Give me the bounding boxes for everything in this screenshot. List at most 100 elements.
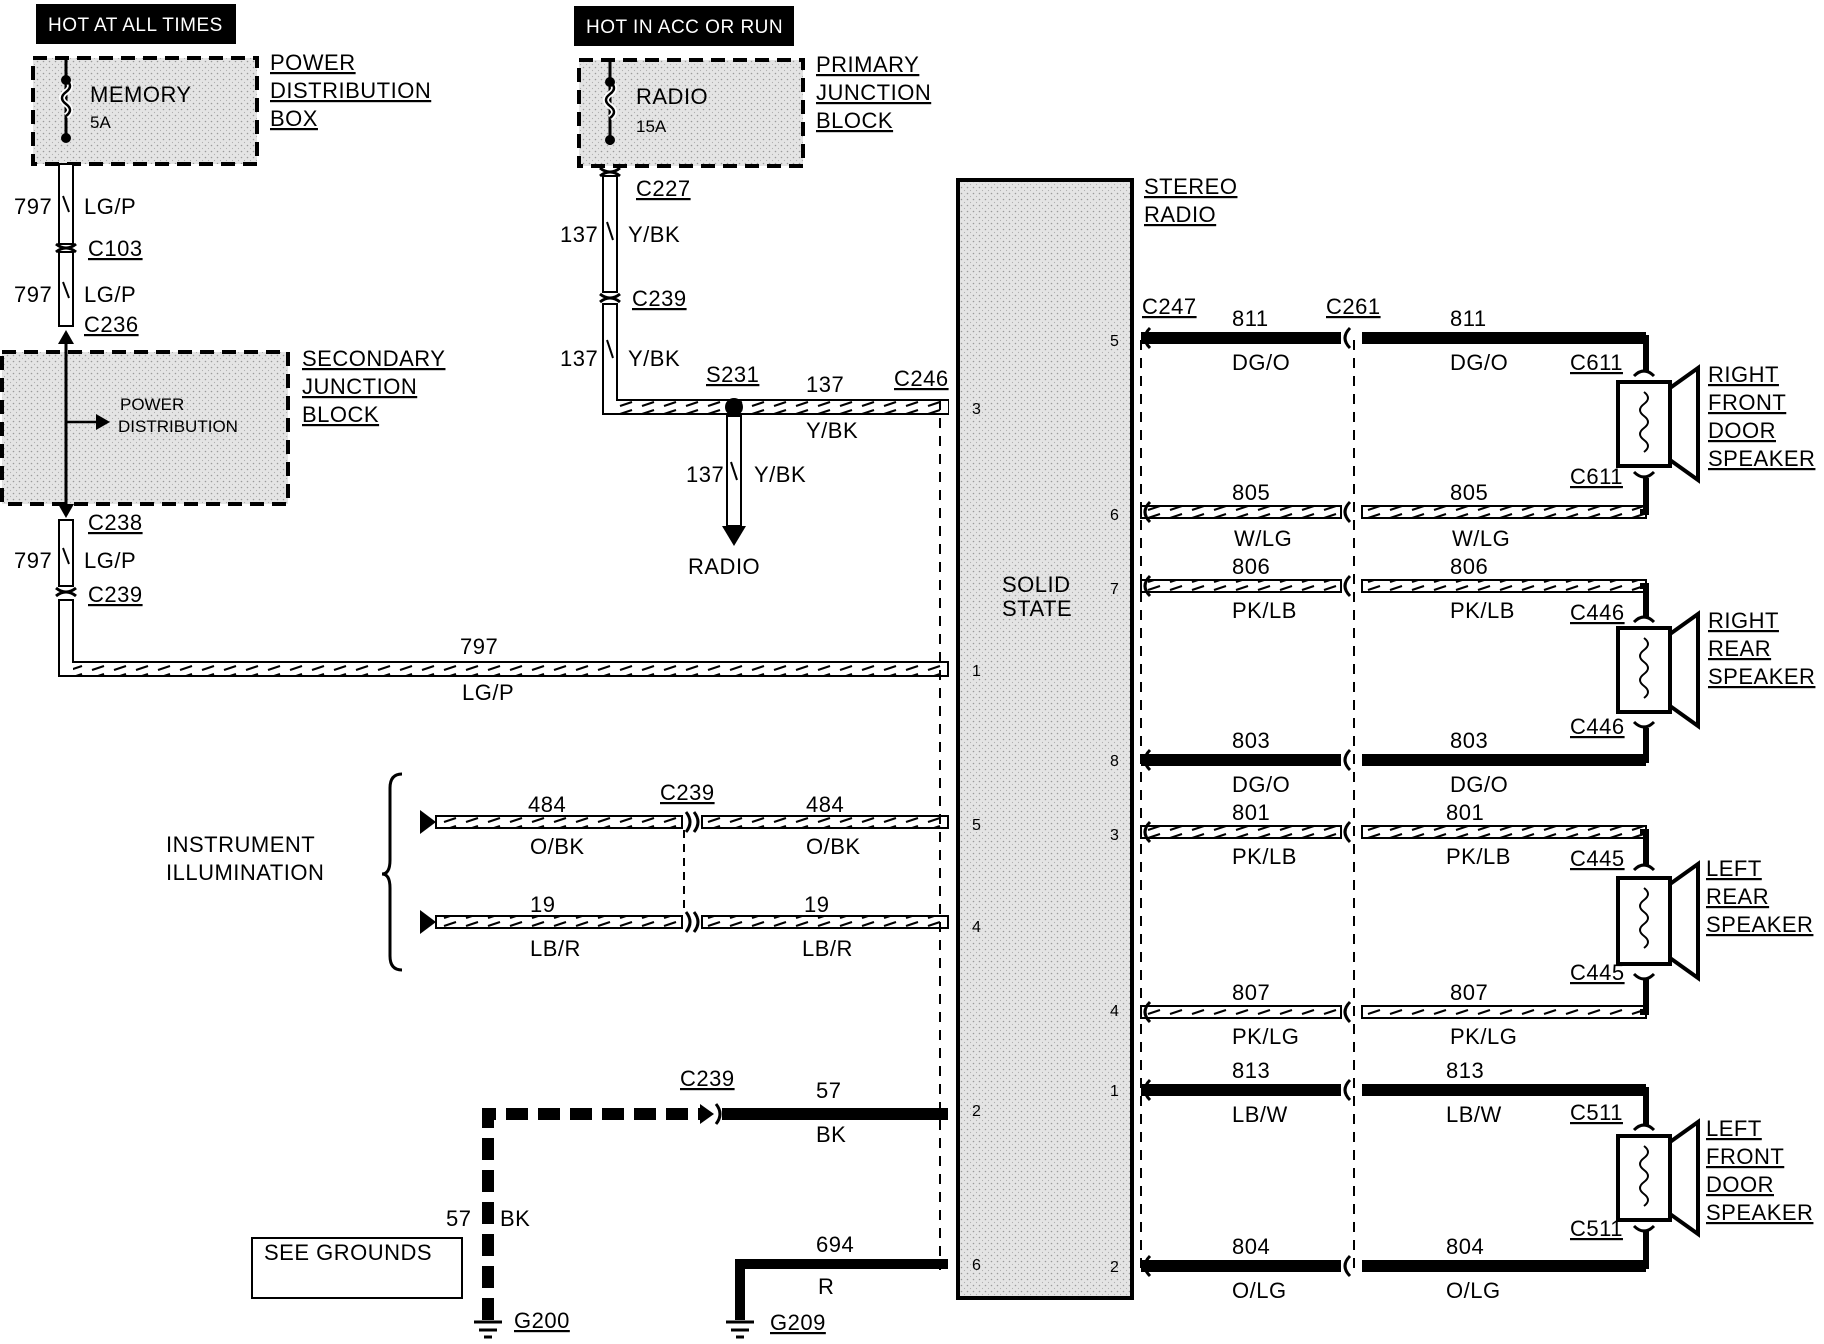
connector-c238: C238: [88, 510, 143, 535]
power-distribution-box: MEMORY 5A POWER DISTRIBUTION BOX: [31, 50, 431, 166]
connector-c239-a: C239: [88, 582, 143, 607]
lf-label-3: DOOR: [1706, 1172, 1774, 1197]
primary-junction-block: RADIO 15A PRIMARY JUNCTION BLOCK: [577, 52, 931, 168]
connector-icon: [55, 586, 77, 598]
connector-icon: [1143, 326, 1352, 1278]
wire-803-num-b: 803: [1450, 728, 1488, 753]
wire-803-color-b: DG/O: [1450, 772, 1508, 797]
sjb-label-1: SECONDARY: [302, 346, 445, 371]
memory-fuse-rating: 5A: [90, 113, 111, 132]
wire-801-color-a: PK/LB: [1232, 844, 1297, 869]
wire-806-color-b: PK/LB: [1450, 598, 1515, 623]
wire-813-color-b: LB/W: [1446, 1102, 1502, 1127]
connector-c239-c: C239: [660, 780, 715, 805]
wire-805-color-a: W/LG: [1234, 526, 1292, 551]
connector-c261: C261: [1326, 294, 1381, 319]
pdb-label-1: POWER: [270, 50, 356, 75]
connector-c446-b: C446: [1570, 714, 1625, 739]
wire-797-num-a: 797: [14, 194, 52, 219]
pin-right-2: 2: [1110, 1259, 1119, 1276]
pin-right-6: 6: [1110, 507, 1119, 524]
wire-137-color-a: Y/BK: [628, 222, 680, 247]
rr-label-1: RIGHT: [1708, 608, 1779, 633]
radio-fuse-name: RADIO: [636, 84, 708, 109]
splice-s231-label: S231: [706, 362, 759, 387]
left-rear-speaker: C445 C445 LEFT REAR SPEAKER: [1570, 829, 1813, 1015]
pin-left-2: 2: [972, 1103, 981, 1120]
pin-left-4: 4: [972, 919, 981, 936]
pin-right-3: 3: [1110, 827, 1119, 844]
ground-icon: [726, 1320, 754, 1339]
connector-icon: [1632, 369, 1656, 479]
arrow-down-icon: [722, 526, 746, 546]
lf-label-2: FRONT: [1706, 1144, 1784, 1169]
wire-797-color-c: LG/P: [84, 548, 136, 573]
wire-805-num-a: 805: [1232, 480, 1270, 505]
wire-137-color-b: Y/BK: [628, 346, 680, 371]
connector-c445-a: C445: [1570, 846, 1625, 871]
ground-g200-label: G200: [514, 1308, 570, 1333]
wire-806-num-b: 806: [1450, 554, 1488, 579]
ground-g209-label: G209: [770, 1310, 826, 1335]
left-front-door-speaker: C511 C511 LEFT FRONT DOOR SPEAKER: [1570, 1087, 1813, 1269]
radio-arrow-label: RADIO: [688, 554, 760, 579]
rf-label-3: DOOR: [1708, 418, 1776, 443]
secondary-junction-block: POWER DISTRIBUTION SECONDARY JUNCTION BL…: [0, 342, 445, 506]
connector-c103: C103: [88, 236, 143, 261]
speaker-icon: [1668, 860, 1700, 982]
rf-label-4: SPEAKER: [1708, 446, 1815, 471]
hot-at-all-times-header: HOT AT ALL TIMES: [36, 4, 236, 44]
sjb-label-3: BLOCK: [302, 402, 379, 427]
wire-57-num-a: 57: [446, 1206, 471, 1231]
stereo-label-2: RADIO: [1144, 202, 1216, 227]
speaker-coil-icon: [1639, 1145, 1649, 1207]
connector-icon: [684, 811, 700, 833]
wire-813-num-a: 813: [1232, 1058, 1270, 1083]
hot-in-acc-or-run-header: HOT IN ACC OR RUN: [574, 6, 794, 46]
wire-137-color-c: Y/BK: [806, 418, 858, 443]
speaker-icon: [1668, 364, 1700, 484]
wire-797-num-d: 797: [460, 634, 498, 659]
wire-803-num-a: 803: [1232, 728, 1270, 753]
connector-c246: C246: [894, 366, 949, 391]
speaker-coil-icon: [1639, 391, 1649, 453]
stereo-label-1: STEREO: [1144, 174, 1237, 199]
lr-label-1: LEFT: [1706, 856, 1762, 881]
wire-797-color-a: LG/P: [84, 194, 136, 219]
connector-icon: [55, 242, 77, 254]
wire-484-color-a: O/BK: [530, 834, 585, 859]
wire-57-color-b: BK: [816, 1122, 846, 1147]
pjb-label-2: JUNCTION: [816, 80, 931, 105]
wire-804-num-b: 804: [1446, 1234, 1484, 1259]
memory-fuse-name: MEMORY: [90, 82, 192, 107]
wire-803-color-a: DG/O: [1232, 772, 1290, 797]
fuse-icon: [60, 79, 72, 117]
rf-label-2: FRONT: [1708, 390, 1786, 415]
circuit-797-feed: 797 LG/P C103 797 LG/P C236 C238 797 LG/…: [14, 163, 949, 705]
rr-label-3: SPEAKER: [1708, 664, 1815, 689]
lr-label-3: SPEAKER: [1706, 912, 1813, 937]
wire-807-num-a: 807: [1232, 980, 1270, 1005]
wire-813-color-a: LB/W: [1232, 1102, 1288, 1127]
speaker-coil-icon: [1639, 637, 1649, 699]
hot-at-all-times-text: HOT AT ALL TIMES: [48, 15, 223, 36]
arrow-right-icon: [96, 414, 110, 430]
connector-icon: [58, 504, 74, 518]
lf-label-4: SPEAKER: [1706, 1200, 1813, 1225]
connector-icon: [58, 330, 74, 344]
wire-484-num-b: 484: [806, 792, 844, 817]
pjb-label-3: BLOCK: [816, 108, 893, 133]
pin-left-3: 3: [972, 401, 981, 418]
wire-811-color-b: DG/O: [1450, 350, 1508, 375]
fuse-icon: [604, 81, 616, 119]
wire-484-color-b: O/BK: [806, 834, 861, 859]
rr-label-2: REAR: [1708, 636, 1771, 661]
connector-icon: [599, 166, 621, 178]
wire-807-color-b: PK/LG: [1450, 1024, 1517, 1049]
wire-813-num-b: 813: [1446, 1058, 1484, 1083]
wire-807-num-b: 807: [1450, 980, 1488, 1005]
solid-state-1: SOLID: [1002, 572, 1071, 597]
ground-circuits: SEE GROUNDS 57 BK C239 57 BK G200 694 R …: [251, 400, 948, 1339]
lf-label-1: LEFT: [1706, 1116, 1762, 1141]
